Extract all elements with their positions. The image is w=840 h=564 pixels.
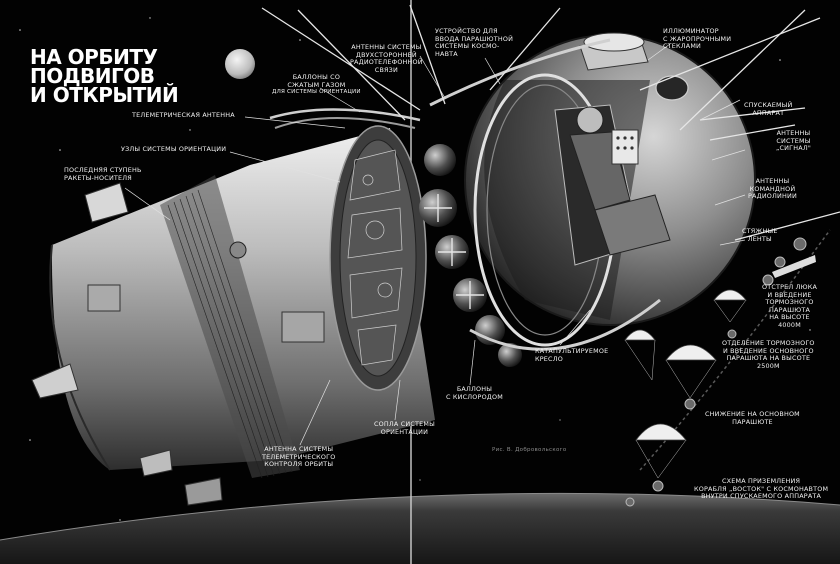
- label-line: СТЯЖНЫЕ: [742, 227, 778, 235]
- label-line: И ВВЕДЕНИЕ: [767, 290, 812, 299]
- label-line: СНИЖЕНИЕ НА ОСНОВНОМ: [705, 410, 800, 418]
- label-line: НАВТА: [435, 49, 458, 58]
- label-straps: СТЯЖНЫЕ ЛЕНТЫ: [742, 227, 778, 243]
- label-line: РАКЕТЫ-НОСИТЕЛЯ: [64, 173, 132, 182]
- label-line: АНТЕННЫ: [776, 129, 811, 137]
- label-line: ОРИЕНТАЦИИ: [380, 427, 429, 436]
- label-line: ПАРАШЮТА НА ВЫСОТЕ: [726, 354, 811, 363]
- descent-sphere: [429, 32, 756, 351]
- label-line: АНТЕННА СИСТЕМЫ: [264, 445, 334, 453]
- leader-lines: [124, 43, 746, 446]
- label-signal-antennas: АНТЕННЫ СИСТЕМЫ „СИГНАЛ": [776, 129, 811, 153]
- label-line: ДЛЯ СИСТЕМЫ ОРИЕНТАЦИИ: [272, 89, 361, 96]
- title-line-1: НА ОРБИТУ: [30, 45, 158, 69]
- label-line: „СИГНАЛ": [776, 144, 811, 153]
- label-line: ОТСТРЕЛ ЛЮКА: [762, 283, 818, 291]
- planet-horizon: [0, 493, 840, 564]
- label-orientation-nozzles: СОПЛА СИСТЕМЫ ОРИЕНТАЦИИ: [374, 420, 435, 436]
- label-main-chute-descent: СНИЖЕНИЕ НА ОСНОВНОМ ПАРАШЮТЕ: [705, 410, 800, 426]
- label-line: С КИСЛОРОДОМ: [446, 392, 503, 401]
- page-title: НА ОРБИТУ ПОДВИГОВ И ОТКРЫТИЙ: [30, 45, 179, 107]
- label-line: КОНТРОЛЯ ОРБИТЫ: [264, 460, 334, 469]
- label-line: И ВВЕДЕНИЕ ОСНОВНОГО: [722, 346, 814, 355]
- label-line: КОРАБЛЯ „ВОСТОК" С КОСМОНАВТОМ: [694, 484, 829, 493]
- label-line: 2500м: [756, 361, 780, 370]
- label-line: АНТЕННЫ: [755, 177, 790, 185]
- label-orbit-antenna: АНТЕННА СИСТЕМЫ ТЕЛЕМЕТРИЧЕСКОГО КОНТРОЛ…: [262, 445, 336, 469]
- label-line: АНТЕННЫ СИСТЕМЫ: [351, 43, 422, 51]
- label-descent-module: СПУСКАЕМЫЙ АППАРАТ: [744, 101, 793, 117]
- label-line: ДВУХСТОРОННЕЙ: [355, 50, 417, 59]
- label-line: РАДИОТЕЛЕФОННОЙ: [350, 58, 423, 67]
- label-line: ПОСЛЕДНЯЯ СТУПЕНЬ: [64, 166, 142, 174]
- label-line: СОПЛА СИСТЕМЫ: [374, 420, 435, 428]
- label-line: РАДИОЛИНИИ: [748, 192, 797, 201]
- label-line: БАЛЛОНЫ: [456, 385, 493, 393]
- label-line: СЖАТЫМ ГАЗОМ: [287, 80, 346, 89]
- label-line: СПУСКАЕМЫЙ: [744, 101, 793, 109]
- label-line: ВВОДА ПАРАШЮТНОЙ: [435, 34, 514, 43]
- label-command-antennas: АНТЕННЫ КОМАНДНОЙ РАДИОЛИНИИ: [748, 177, 797, 201]
- label-line: БАЛЛОНЫ СО: [292, 73, 341, 81]
- label-line: УСТРОЙСТВО ДЛЯ: [435, 27, 498, 35]
- landing-sequence: [624, 229, 831, 507]
- label-line: КРЕСЛО: [535, 354, 563, 363]
- label-line: ТЕЛЕМЕТРИЧЕСКОГО: [262, 452, 336, 461]
- moon: [225, 49, 255, 79]
- label-line: АППАРАТ: [752, 108, 785, 117]
- label-ejection-device: УСТРОЙСТВО ДЛЯ ВВОДА ПАРАШЮТНОЙ СИСТЕМЫ …: [435, 27, 514, 58]
- label-line: ПАРАШЮТЕ: [732, 417, 773, 426]
- label-hatch-release: ОТСТРЕЛ ЛЮКА И ВВЕДЕНИЕ ТОРМОЗНОГО ПАРАШ…: [762, 283, 818, 330]
- label-line: ОТДЕЛЕНИЕ ТОРМОЗНОГО: [722, 339, 815, 347]
- label-line: СИСТЕМЫ КОСМО-: [435, 42, 500, 51]
- label-line: КОМАНДНОЙ: [749, 184, 796, 193]
- label-line: ЛЕНТЫ: [747, 234, 772, 243]
- label-orientation-units: УЗЛЫ СИСТЕМЫ ОРИЕНТАЦИИ: [121, 145, 227, 154]
- label-line: НА ВЫСОТЕ: [769, 313, 810, 322]
- label-line: СТЕКЛАМИ: [663, 42, 702, 51]
- label-oxygen-tanks: БАЛЛОНЫ С КИСЛОРОДОМ: [446, 385, 503, 401]
- label-line: КАТАПУЛЬТИРУЕМОЕ: [535, 347, 609, 355]
- label-last-stage: ПОСЛЕДНЯЯ СТУПЕНЬ РАКЕТЫ-НОСИТЕЛЯ: [64, 166, 142, 182]
- label-line: 4000м: [778, 320, 801, 329]
- label-line: СВЯЗИ: [374, 65, 398, 74]
- antennas: [261, 4, 840, 241]
- label-line: СХЕМА ПРИЗЕМЛЕНИЯ: [722, 477, 801, 485]
- label-line: С ЖАРОПРОЧНЫМИ: [663, 34, 732, 43]
- label-pressurized-gas: БАЛЛОНЫ СО СЖАТЫМ ГАЗОМ ДЛЯ СИСТЕМЫ ОРИЕ…: [272, 73, 361, 97]
- label-line: ИЛЛЮМИНАТОР: [663, 27, 719, 35]
- title-line-3: И ОТКРЫТИЙ: [30, 83, 179, 107]
- label-line: ПАРАШЮТА: [769, 305, 811, 314]
- label-main-chute-release: ОТДЕЛЕНИЕ ТОРМОЗНОГО И ВВЕДЕНИЕ ОСНОВНОГ…: [722, 339, 815, 370]
- label-line: УЗЛЫ СИСТЕМЫ ОРИЕНТАЦИИ: [121, 145, 227, 153]
- label-landing-scheme: СХЕМА ПРИЗЕМЛЕНИЯ КОРАБЛЯ „ВОСТОК" С КОС…: [694, 477, 829, 501]
- label-telemetry-antenna: ТЕЛЕМЕТРИЧЕСКАЯ АНТЕННА: [132, 111, 235, 120]
- title-line-2: ПОДВИГОВ: [30, 64, 155, 88]
- label-ejection-seat: КАТАПУЛЬТИРУЕМОЕ КРЕСЛО: [535, 347, 609, 363]
- label-line: ТОРМОЗНОГО: [765, 298, 814, 307]
- label-line: ВНУТРИ СПУСКАЕМОГО АППАРАТА: [701, 492, 822, 501]
- label-line: СИСТЕМЫ: [776, 136, 811, 145]
- label-duplex-antennas: АНТЕННЫ СИСТЕМЫ ДВУХСТОРОННЕЙ РАДИОТЕЛЕФ…: [350, 43, 423, 74]
- label-line: ТЕЛЕМЕТРИЧЕСКАЯ АНТЕННА: [132, 111, 235, 119]
- artist-signature: Рис. В. Добровольского: [492, 447, 567, 453]
- label-porthole: ИЛЛЮМИНАТОР С ЖАРОПРОЧНЫМИ СТЕКЛАМИ: [663, 27, 732, 51]
